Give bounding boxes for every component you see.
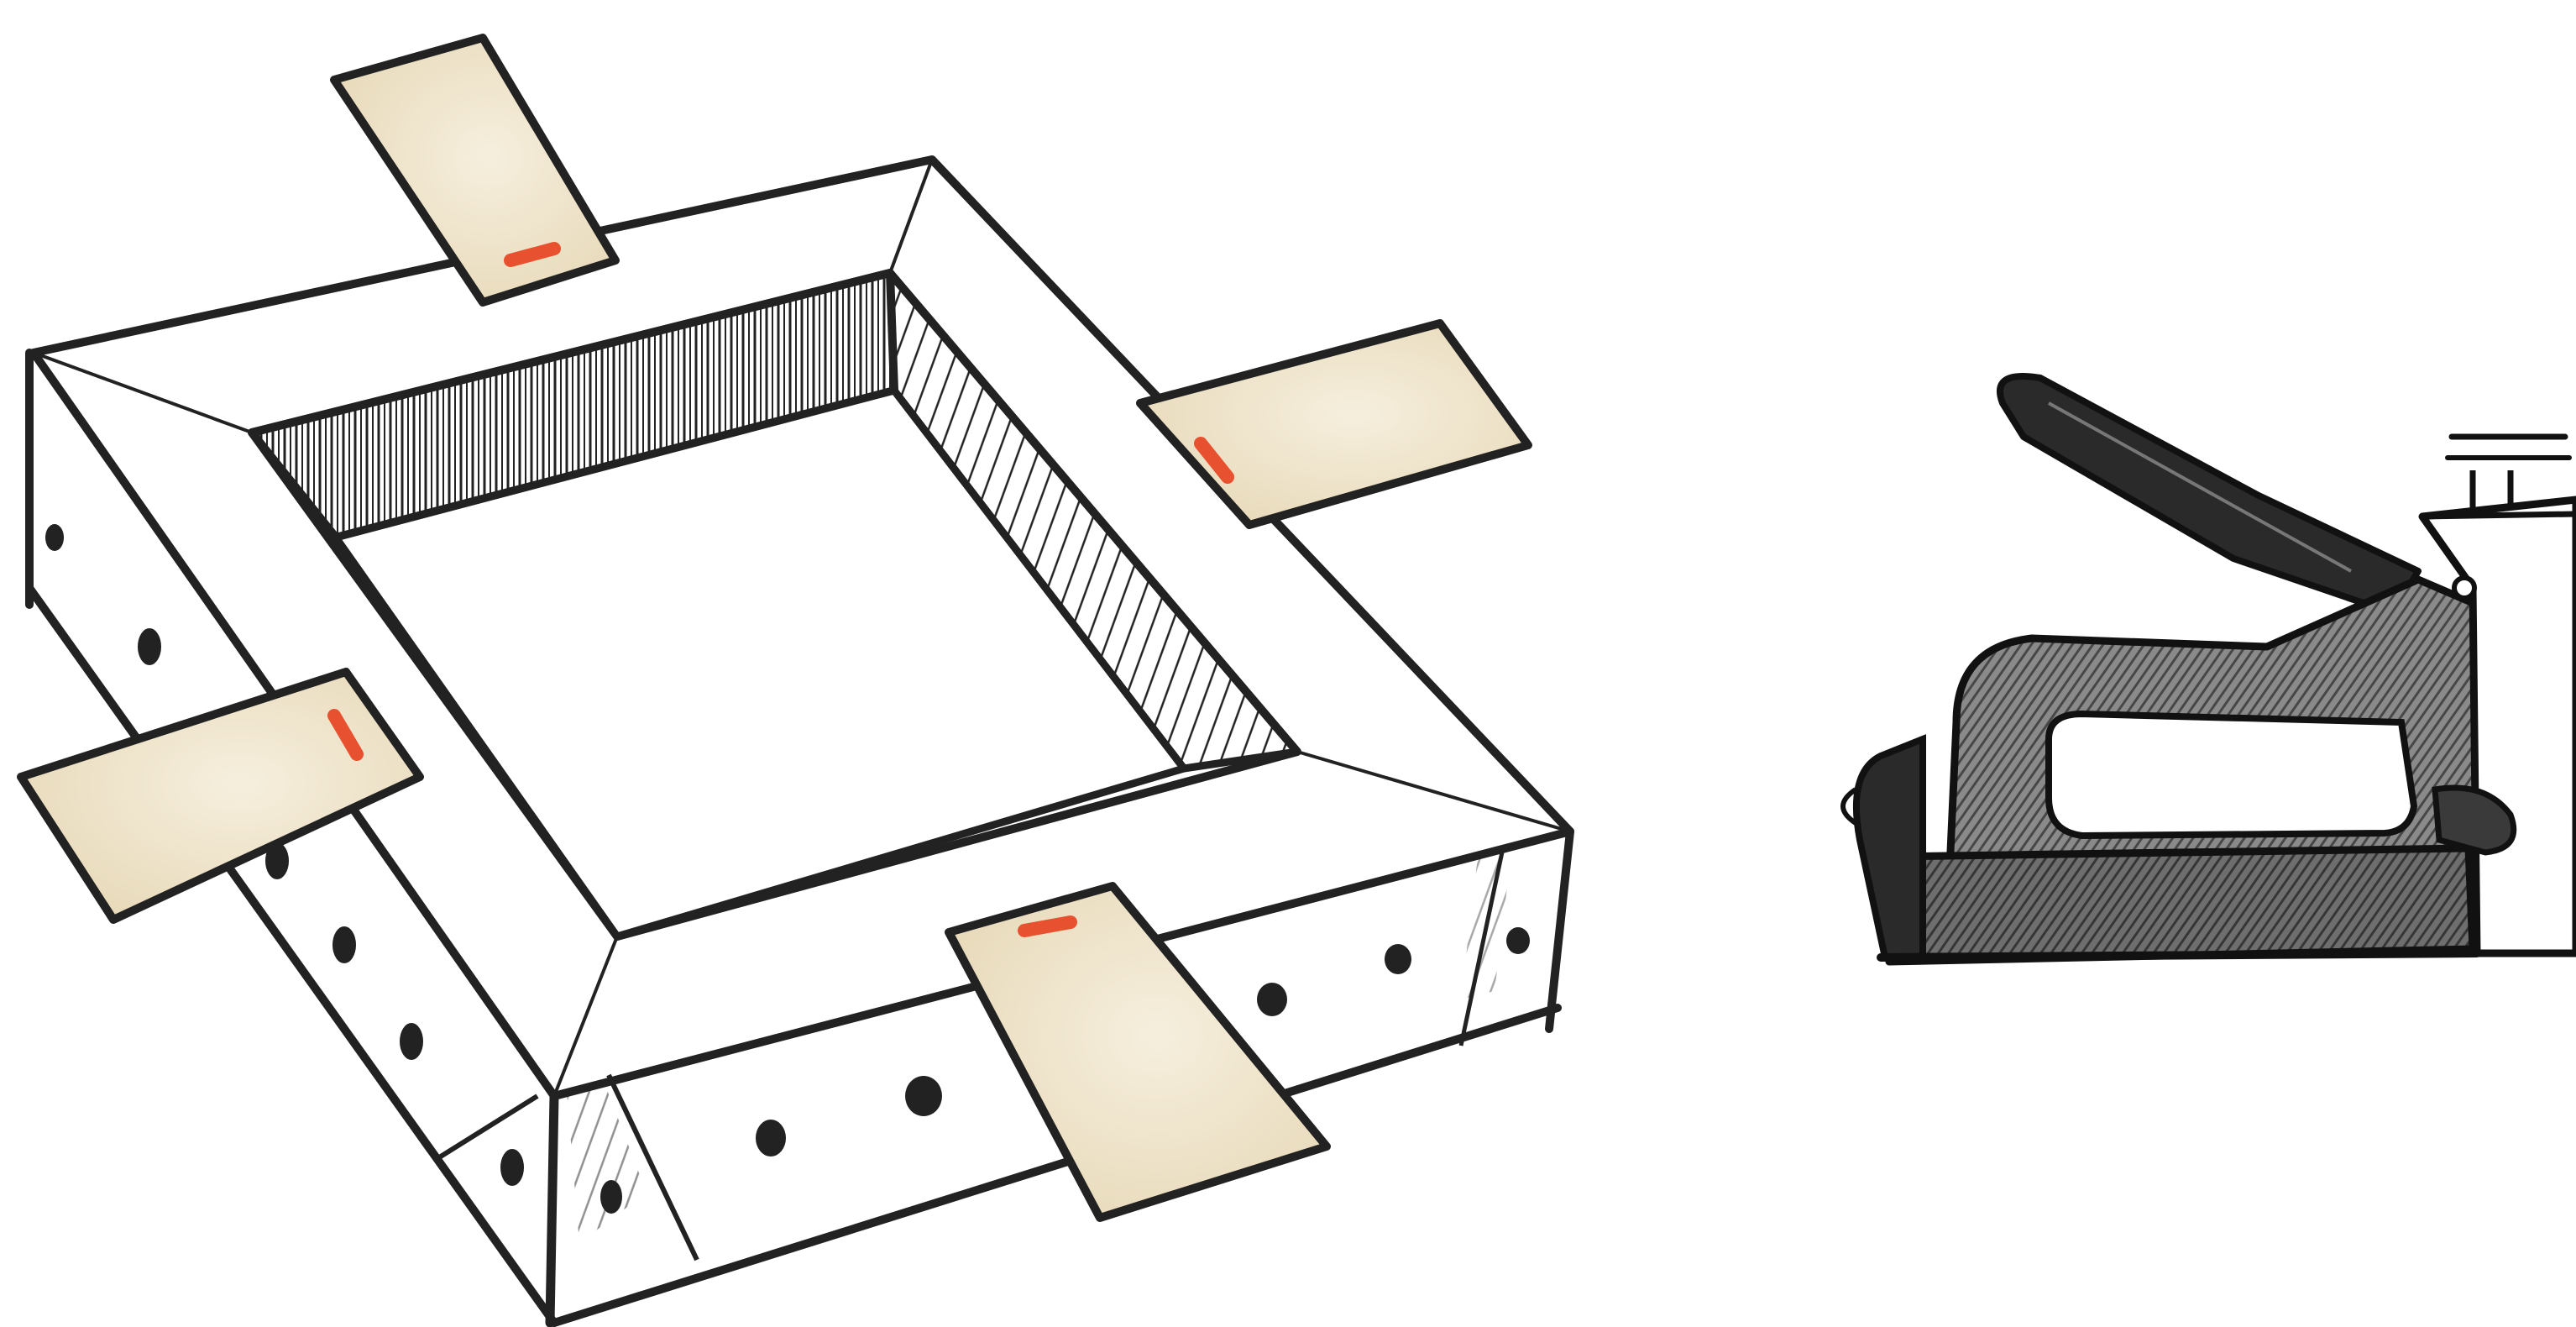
staple-gun-icon: [1843, 376, 2576, 962]
staple-mark-icon: [1024, 922, 1071, 931]
tape-strip-icon: [334, 38, 615, 302]
